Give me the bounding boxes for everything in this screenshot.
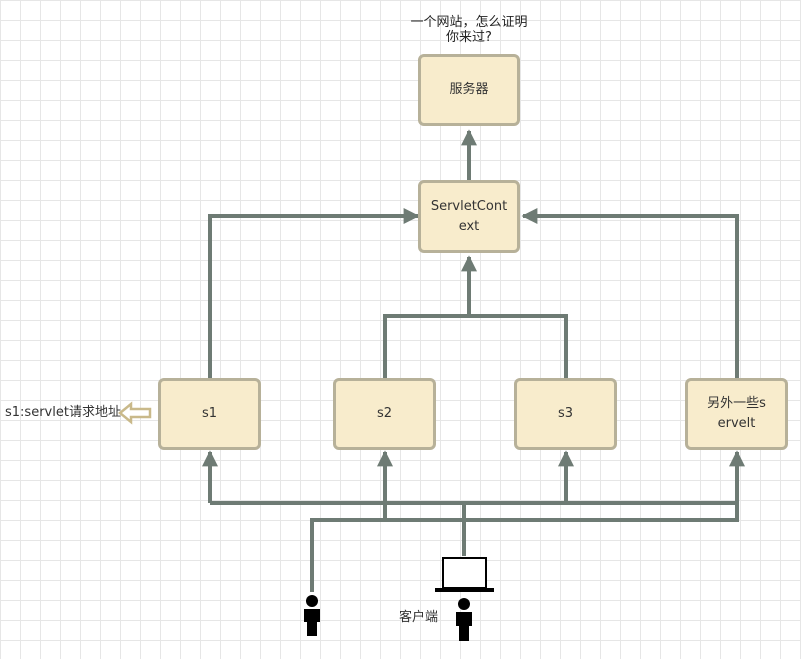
question-annotation: 一个网站，怎么证明 你来过? bbox=[399, 15, 539, 45]
hollow-left-arrow-icon bbox=[118, 401, 152, 425]
laptop-icon bbox=[435, 557, 494, 592]
s1-address-label: s1:servlet请求地址 bbox=[5, 405, 121, 420]
servlet-s2-node: s2 bbox=[333, 378, 436, 450]
edge-s1-to-context bbox=[208, 208, 420, 378]
servlet-s1-node: s1 bbox=[158, 378, 261, 450]
edge-s2-s3-merge bbox=[383, 314, 568, 378]
client-label: 客户端 bbox=[399, 610, 439, 625]
client-person-icon bbox=[456, 598, 472, 641]
server-node: 服务器 bbox=[418, 54, 520, 126]
question-line-1: 一个网站，怎么证明 bbox=[410, 15, 528, 30]
edge-others-to-context bbox=[521, 208, 739, 378]
servlet-context-node: ServletContext bbox=[418, 180, 520, 253]
question-line-2: 你来过? bbox=[446, 30, 492, 45]
other-servlets-node: 另外一些servelt bbox=[685, 378, 788, 450]
person-icon bbox=[304, 595, 320, 636]
servlet-s3-node: s3 bbox=[514, 378, 617, 450]
edge-person-client-bus bbox=[310, 503, 739, 592]
